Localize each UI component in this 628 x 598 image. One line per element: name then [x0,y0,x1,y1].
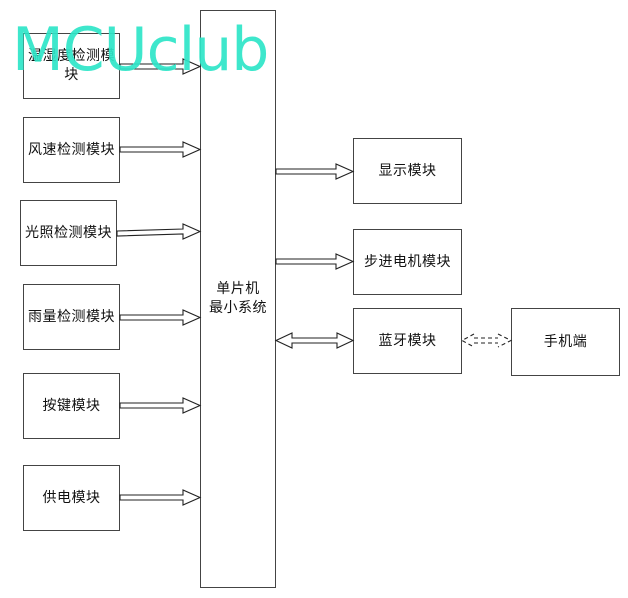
temp-humidity-module-label: 温湿度检测模块 [28,48,115,83]
light-detect-module: 光照检测模块 [20,200,117,266]
arrow-temp-humidity-to-core [119,58,202,75]
arrow-core-bluetooth-bidirectional [274,332,355,349]
arrow-power-to-core [119,489,202,506]
arrow-light-detect-to-core [116,223,202,240]
stepper-motor-module-label: 步进电机模块 [364,253,451,270]
stepper-motor-module: 步进电机模块 [353,229,462,295]
display-module: 显示模块 [353,138,462,204]
temp-humidity-module: 温湿度检测模块 [23,33,120,99]
arrow-rainfall-to-core [119,309,202,326]
phone-terminal: 手机端 [511,308,620,376]
arrow-core-to-stepper [275,253,355,270]
display-module-label: 显示模块 [378,162,437,179]
arrow-core-to-display [275,163,355,180]
mcu-minimum-system: 单片机 最小系统 [200,10,276,588]
power-module-label: 供电模块 [42,489,101,506]
power-module: 供电模块 [23,465,120,531]
bluetooth-module-label: 蓝牙模块 [378,332,437,349]
key-module: 按键模块 [23,373,120,439]
rainfall-detect-module: 雨量检测模块 [23,284,120,350]
phone-terminal-label: 手机端 [543,333,588,350]
wind-speed-module-label: 风速检测模块 [28,141,115,158]
arrow-bluetooth-phone-wireless [460,333,513,348]
key-module-label: 按键模块 [42,397,101,414]
mcu-core-line1: 单片机 [216,281,260,298]
rainfall-detect-module-label: 雨量检测模块 [28,308,115,325]
arrow-key-to-core [119,397,202,414]
light-detect-module-label: 光照检测模块 [25,224,112,241]
mcu-core-line2: 最小系统 [209,300,267,316]
bluetooth-module: 蓝牙模块 [353,308,462,374]
arrow-wind-speed-to-core [119,141,202,158]
